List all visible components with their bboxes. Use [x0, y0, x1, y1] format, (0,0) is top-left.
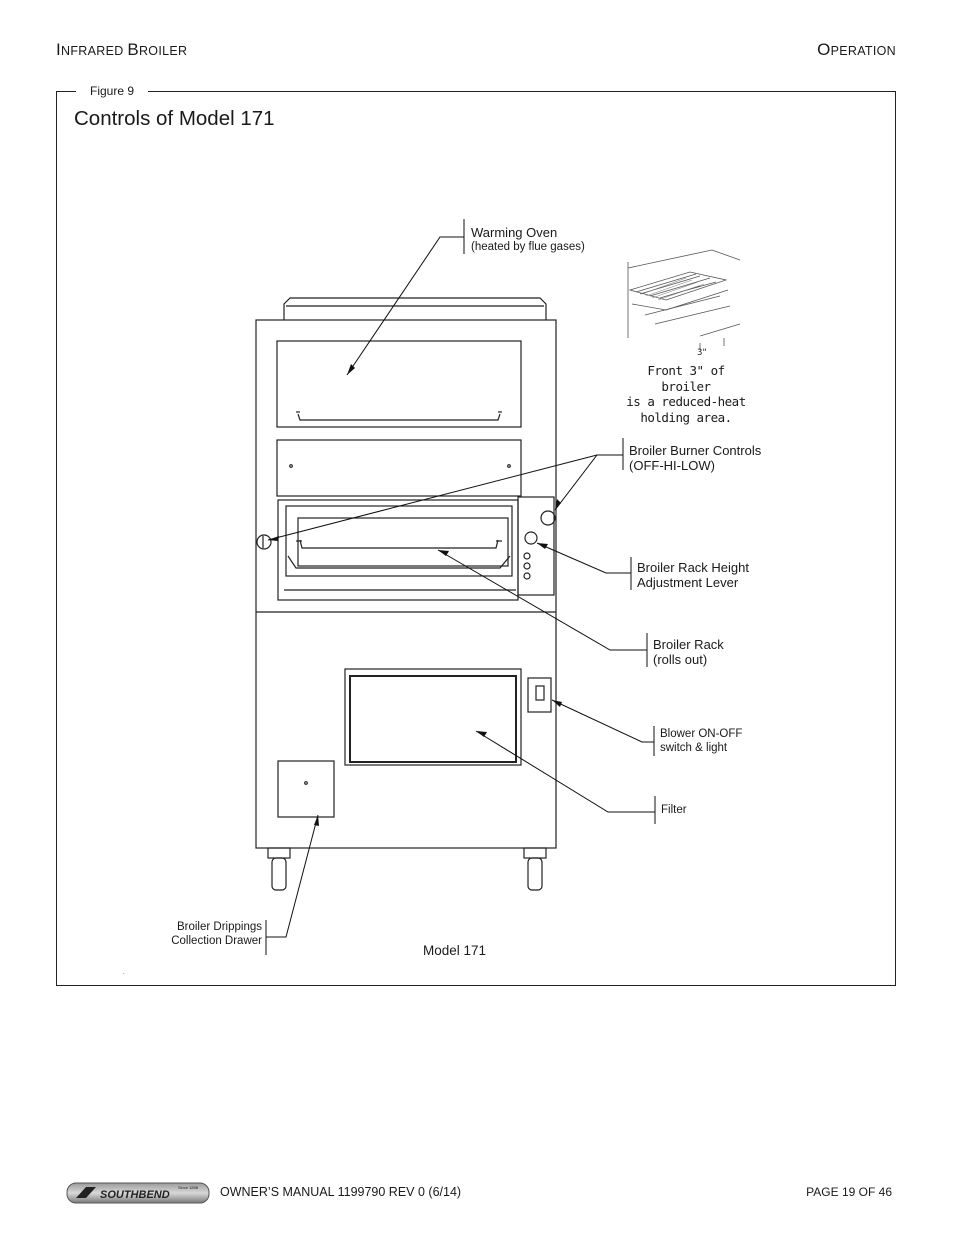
- callout-warming-oven: Warming Oven (heated by flue gases): [471, 225, 585, 253]
- svg-text:Since 1898: Since 1898: [178, 1185, 199, 1190]
- inset-dimension: 3": [697, 348, 707, 358]
- manual-id: OWNER’S MANUAL 1199790 REV 0 (6/14): [220, 1185, 462, 1199]
- callout-broiler-rack: Broiler Rack (rolls out): [653, 637, 724, 667]
- figure-title: Controls of Model 171: [74, 107, 275, 130]
- model-caption: Model 171: [423, 943, 487, 958]
- section-header: INFRARED BROILER: [56, 40, 188, 59]
- page-number: PAGE 19 OF 46: [806, 1185, 892, 1199]
- callout-drippings: Broiler Drippings Collection Drawer: [171, 921, 262, 947]
- callout-blower: Blower ON-OFF switch & light: [660, 728, 743, 754]
- callout-rack-height: Broiler Rack Height Adjustment Lever: [637, 560, 749, 590]
- callout-burner-controls: Broiler Burner Controls (OFF-HI-LOW): [629, 443, 762, 473]
- callout-filter: Filter: [661, 804, 687, 816]
- chapter-header: OPERATION: [817, 40, 896, 59]
- southbend-logo: SOUTHBEND Since 1898: [66, 1182, 210, 1204]
- figure-label: Figure 9: [76, 84, 149, 98]
- svg-text:SOUTHBEND: SOUTHBEND: [100, 1189, 170, 1201]
- inset-note: Front 3" of broiler is a reduced-heat ho…: [626, 363, 746, 425]
- figure-frame: [56, 91, 896, 986]
